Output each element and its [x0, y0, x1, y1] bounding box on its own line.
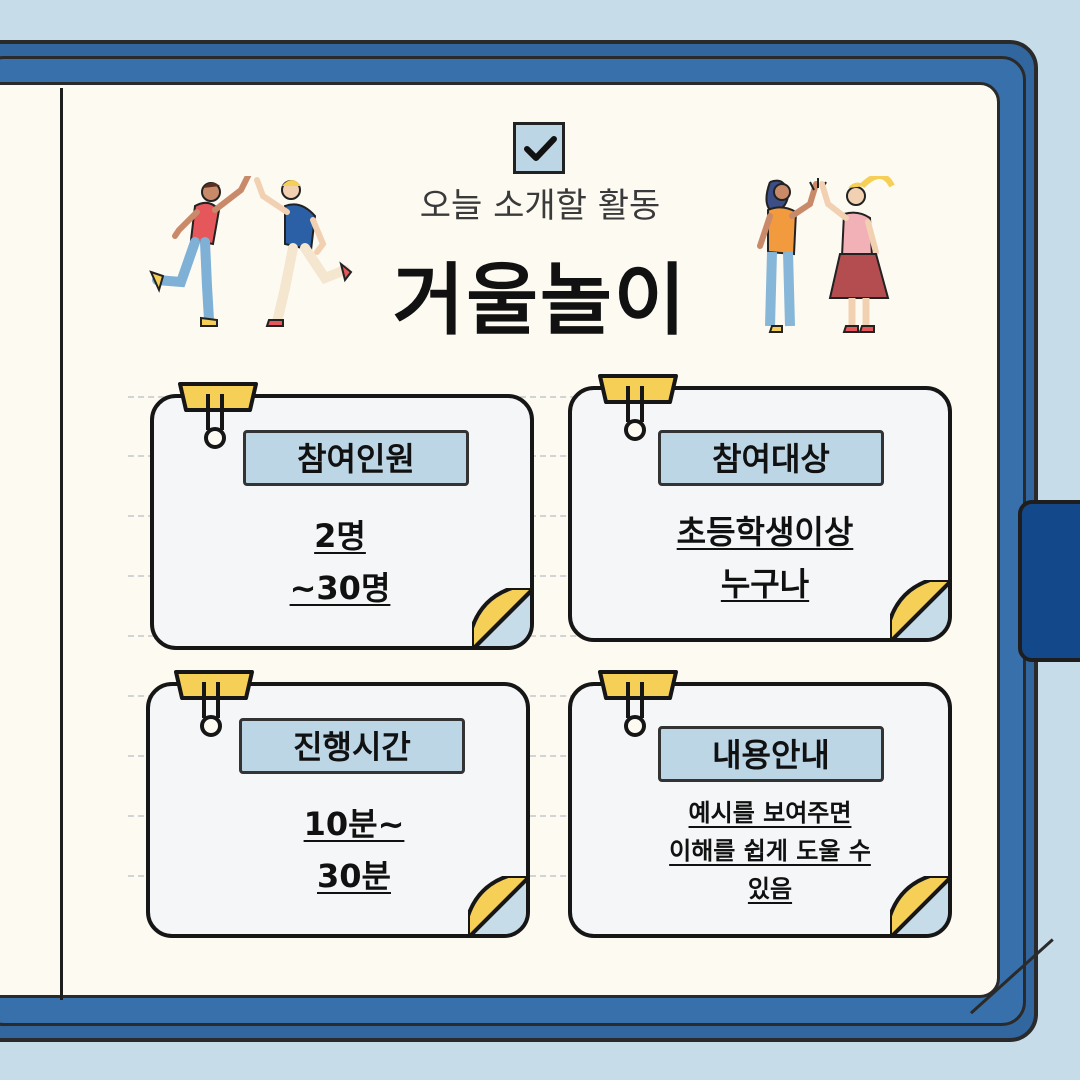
card-line: 30분 [317, 857, 391, 895]
card-label-target: 참여대상 [658, 430, 884, 486]
binder-clip-icon [598, 374, 678, 441]
page-title: 거울놀이 [392, 256, 688, 346]
page-curl-icon [890, 876, 948, 934]
card-label-duration: 진행시간 [239, 718, 465, 774]
binder-tab [1018, 500, 1080, 662]
page-subtitle: 오늘 소개할 활동 [419, 186, 661, 226]
binder-clip-icon [174, 670, 254, 737]
card-body-participants: 2명 ~30명 [230, 510, 450, 614]
card-line: 초등학생이상 [676, 513, 854, 551]
ruled-line [128, 635, 938, 637]
card-line: ~30명 [289, 569, 391, 607]
page-curl-icon [890, 580, 948, 638]
page-curl-icon [468, 876, 526, 934]
card-line: 이해를 쉽게 도울 수 [669, 837, 871, 865]
card-line: 2명 [314, 517, 366, 555]
card-body-duration: 10분~ 30분 [244, 798, 464, 902]
ruled-line [128, 755, 938, 757]
ruled-line [128, 695, 938, 697]
card-label-participants: 참여인원 [243, 430, 469, 486]
page-curl-icon [472, 588, 530, 646]
card-body-target: 초등학생이상 누구나 [640, 506, 890, 610]
card-line: 누구나 [720, 565, 810, 603]
ruled-line [128, 396, 938, 398]
card-label-content: 내용안내 [658, 726, 884, 782]
ruled-line [128, 875, 938, 877]
binder-clip-icon [178, 382, 258, 449]
page-margin-line [60, 88, 63, 1000]
card-line: 있음 [747, 875, 793, 903]
two-men-high-five-illustration [149, 176, 353, 327]
binder-clip-icon [598, 670, 678, 737]
card-body-content: 예시를 보여주면 이해를 쉽게 도울 수 있음 [630, 794, 910, 908]
card-line: 예시를 보여주면 [688, 799, 852, 827]
ruled-line [128, 815, 938, 817]
card-line: 10분~ [303, 805, 405, 843]
two-women-high-five-illustration [757, 176, 895, 333]
check-icon [513, 122, 565, 174]
